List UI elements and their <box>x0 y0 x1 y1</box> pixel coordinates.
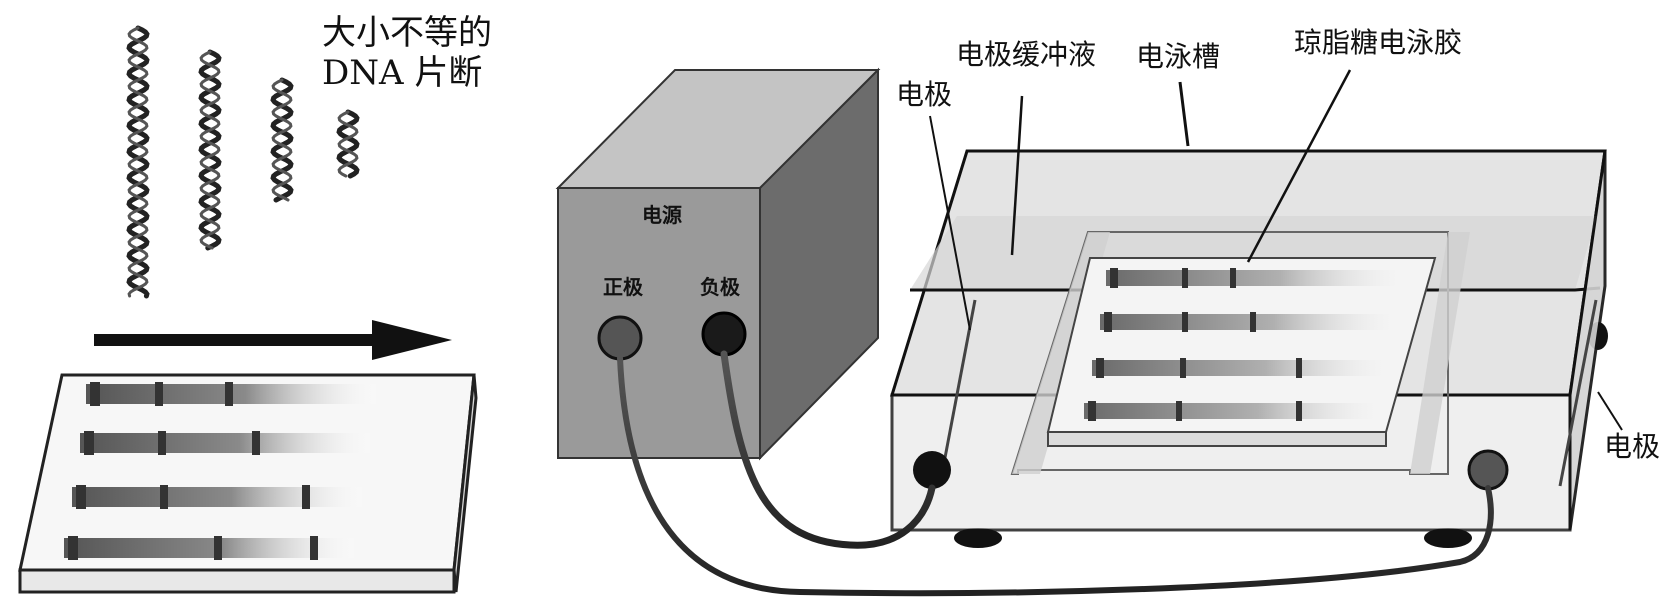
dna-fragments-label-line2: DNA 片断 <box>322 53 482 93</box>
dna-fragments-label-line1: 大小不等的 <box>322 13 492 53</box>
gel-slab-left <box>18 373 478 594</box>
tank-gel-lane-3 <box>1092 358 1382 378</box>
electrode-wire-left <box>938 299 977 485</box>
electrophoresis-tank <box>889 149 1608 548</box>
gel-tray-inner-right <box>1410 232 1470 474</box>
callout-line-buffer <box>1010 95 1024 256</box>
negative-cable <box>720 350 936 549</box>
tank-gel-lane-1 <box>1106 268 1396 288</box>
tank-foot-right <box>1424 528 1472 548</box>
gel-lane-2 <box>80 431 370 455</box>
negative-terminal <box>701 311 747 357</box>
positive-cable <box>617 355 1494 597</box>
electrode-buffer-label: 电极缓冲液 <box>956 38 1096 71</box>
dna-helix-2-strand-b <box>199 50 221 250</box>
electrode-label-right: 电极 <box>1604 430 1660 463</box>
callout-line-electrode-left <box>929 115 971 331</box>
dna-helix-2-strand-a <box>198 49 222 251</box>
tank-gel-lane-4 <box>1084 401 1374 421</box>
electrophoresis-tank-label: 电泳槽 <box>1136 40 1220 73</box>
dna-helix-3-strand-a <box>270 77 294 203</box>
callout-line-gel <box>1246 69 1352 263</box>
callout-line-tank <box>1178 81 1190 147</box>
agarose-gel-plate-edge <box>1047 431 1387 447</box>
dna-helix-4-strand-b <box>337 110 359 178</box>
negative-pole-label: 负极 <box>700 275 741 299</box>
gel-lane-3 <box>72 485 362 509</box>
agarose-gel-label: 琼脂糖电泳胶 <box>1294 26 1462 59</box>
electrode-wire-right <box>1558 299 1598 487</box>
migration-direction-arrow <box>94 320 452 360</box>
dna-helix-1-strand-a <box>126 25 150 299</box>
power-supply-label: 电源 <box>642 203 682 227</box>
gel-lane-1 <box>86 382 376 406</box>
tank-connector-left <box>913 451 951 489</box>
dna-helix-3-strand-b <box>271 78 293 202</box>
dna-helix-4-strand-a <box>336 109 360 179</box>
tank-gel-lane-2 <box>1100 312 1390 332</box>
positive-terminal <box>597 315 643 361</box>
tank-foot-left <box>954 528 1002 548</box>
power-supply: 电源 正极 负极 <box>555 67 881 461</box>
callout-line-electrode-right <box>1597 391 1623 431</box>
dna-helix-1-strand-b <box>127 26 149 298</box>
positive-pole-label: 正极 <box>603 275 644 299</box>
tank-connector-right <box>1467 449 1509 491</box>
electrode-label-left: 电极 <box>896 78 952 111</box>
gel-lane-4 <box>64 536 354 560</box>
dna-fragments-group <box>126 25 360 299</box>
